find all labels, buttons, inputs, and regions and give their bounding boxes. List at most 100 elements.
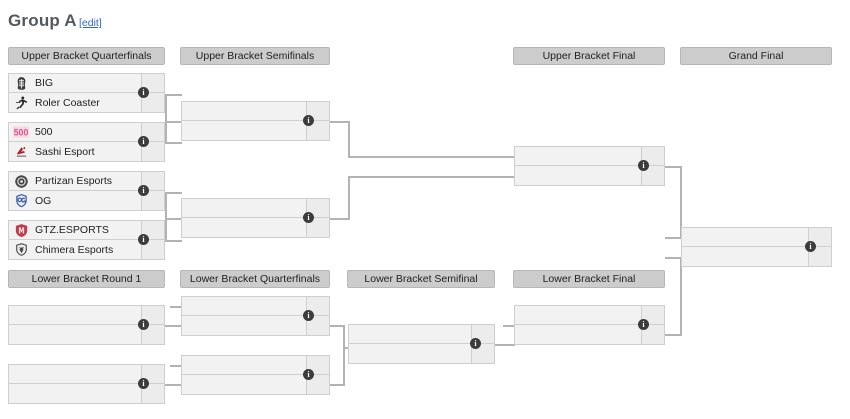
team-cell[interactable]: [182, 121, 307, 140]
round-header-ub-f[interactable]: Upper Bracket Final: [513, 47, 665, 65]
team-cell[interactable]: [182, 102, 307, 120]
match-row[interactable]: [9, 325, 164, 344]
team-cell[interactable]: [682, 247, 809, 266]
match-row[interactable]: Chimera Esports: [9, 240, 164, 259]
match-row[interactable]: [182, 102, 329, 121]
match-row[interactable]: [349, 344, 494, 363]
team-cell[interactable]: [515, 306, 642, 324]
match-row[interactable]: GTZ.ESPORTS: [9, 221, 164, 240]
score-cell: [307, 121, 329, 140]
match-info-icon[interactable]: i: [303, 212, 314, 223]
team-cell[interactable]: Sashi Esport: [9, 142, 142, 161]
match-info-icon[interactable]: i: [638, 319, 649, 330]
match-box-lbqf2[interactable]: [181, 355, 330, 395]
team-cell[interactable]: OG: [9, 191, 142, 210]
team-cell[interactable]: Roler Coaster: [9, 93, 142, 112]
match-row[interactable]: [182, 121, 329, 140]
team-cell[interactable]: [182, 218, 307, 237]
team-cell[interactable]: [182, 375, 307, 394]
connector-line: [665, 334, 682, 336]
match-info-icon[interactable]: i: [138, 319, 149, 330]
round-header-lb-f[interactable]: Lower Bracket Final: [513, 270, 665, 288]
round-header-ub-sf[interactable]: Upper Bracket Semifinals: [180, 47, 330, 65]
match-row[interactable]: [182, 375, 329, 394]
round-header-ub-qf[interactable]: Upper Bracket Quarterfinals: [8, 47, 165, 65]
team-cell[interactable]: [182, 297, 307, 315]
connector-line: [665, 237, 682, 239]
match-row[interactable]: [182, 297, 329, 316]
connector-line: [170, 365, 182, 367]
match-info-icon[interactable]: i: [138, 185, 149, 196]
team-cell[interactable]: Partizan Esports: [9, 172, 142, 190]
team-cell[interactable]: [182, 316, 307, 335]
match-info-icon[interactable]: i: [470, 338, 481, 349]
team-cell[interactable]: [515, 325, 642, 344]
edit-link[interactable]: [edit]: [79, 17, 102, 29]
match-info-icon[interactable]: i: [303, 310, 314, 321]
team-name: Partizan Esports: [35, 175, 113, 187]
match-row[interactable]: [9, 306, 164, 325]
score-cell: [642, 325, 664, 344]
match-row[interactable]: BIG: [9, 74, 164, 93]
team-cell[interactable]: [9, 365, 142, 383]
team-cell[interactable]: BIG: [9, 74, 142, 92]
team-cell[interactable]: GTZ.ESPORTS: [9, 221, 142, 239]
match-row[interactable]: [515, 147, 664, 166]
match-info-icon[interactable]: i: [303, 369, 314, 380]
round-header-lb-qf[interactable]: Lower Bracket Quarterfinals: [180, 270, 330, 288]
team-cell[interactable]: [9, 384, 142, 403]
team-cell[interactable]: [182, 199, 307, 217]
score-cell: [307, 102, 329, 120]
match-row[interactable]: [682, 228, 831, 247]
match-row[interactable]: [515, 306, 664, 325]
match-info-icon[interactable]: i: [805, 241, 816, 252]
team-cell[interactable]: 500 500: [9, 123, 142, 141]
team-cell[interactable]: [349, 325, 472, 343]
match-row[interactable]: [515, 166, 664, 185]
match-row[interactable]: [682, 247, 831, 266]
match-row[interactable]: Partizan Esports: [9, 172, 164, 191]
match-info-icon[interactable]: i: [138, 234, 149, 245]
round-header-gf[interactable]: Grand Final: [680, 47, 832, 65]
match-info-icon[interactable]: i: [638, 160, 649, 171]
match-info-icon[interactable]: i: [138, 87, 149, 98]
team-cell[interactable]: [682, 228, 809, 246]
connector-line: [343, 325, 345, 348]
match-box-lbf[interactable]: [514, 305, 665, 345]
match-box-lbr1b[interactable]: [8, 364, 165, 404]
page-title: Group A: [8, 11, 77, 30]
match-row[interactable]: [182, 199, 329, 218]
round-header-lb-sf[interactable]: Lower Bracket Semifinal: [347, 270, 495, 288]
match-row[interactable]: [182, 356, 329, 375]
match-info-icon[interactable]: i: [138, 136, 149, 147]
team-cell[interactable]: [9, 306, 142, 324]
round-header-lb-r1[interactable]: Lower Bracket Round 1: [8, 270, 165, 288]
connector-line: [680, 166, 682, 238]
match-row[interactable]: [515, 325, 664, 344]
match-box-lbr1a[interactable]: [8, 305, 165, 345]
og-logo: [13, 193, 29, 209]
match-row[interactable]: Sashi Esport: [9, 142, 164, 161]
match-row[interactable]: OG: [9, 191, 164, 210]
match-info-icon[interactable]: i: [138, 378, 149, 389]
sashi-esport-logo: [13, 144, 29, 160]
match-row[interactable]: [182, 316, 329, 335]
team-cell[interactable]: Chimera Esports: [9, 240, 142, 259]
team-cell[interactable]: [9, 325, 142, 344]
score-cell: [307, 297, 329, 315]
match-row[interactable]: [182, 218, 329, 237]
match-box-gf[interactable]: [681, 227, 832, 267]
match-box-ubqf3[interactable]: Partizan Esports OG: [8, 171, 165, 211]
team-cell[interactable]: [182, 356, 307, 374]
match-row[interactable]: 500 500: [9, 123, 164, 142]
match-row[interactable]: Roler Coaster: [9, 93, 164, 112]
match-row[interactable]: [9, 365, 164, 384]
team-cell[interactable]: [349, 344, 472, 363]
match-info-icon[interactable]: i: [303, 115, 314, 126]
connector-line: [165, 94, 167, 122]
match-box-ubqf4[interactable]: GTZ.ESPORTS Chimera Esports: [8, 220, 165, 260]
team-cell[interactable]: [515, 147, 642, 165]
team-cell[interactable]: [515, 166, 642, 185]
match-row[interactable]: [9, 384, 164, 403]
score-cell: [142, 142, 164, 161]
